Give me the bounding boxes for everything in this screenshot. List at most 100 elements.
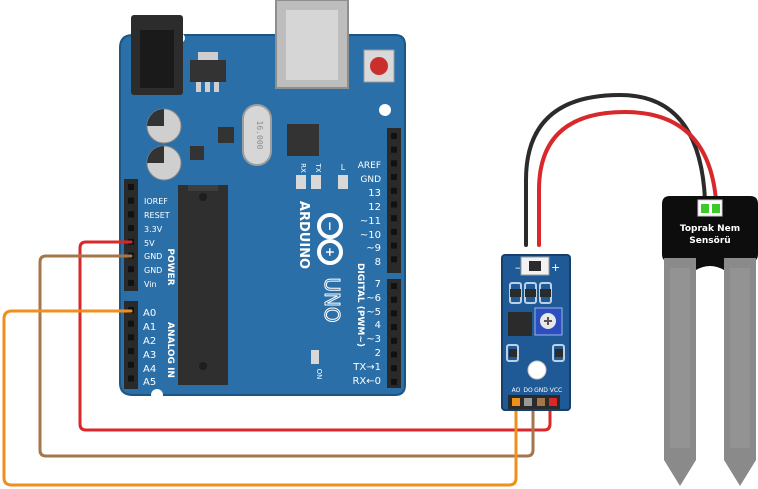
tx-led-label: TX [314,162,322,172]
wire-gnd-gnd [38,254,535,458]
module-pin-label: AO [512,387,521,394]
header-hole [128,334,134,341]
on-label: ON [315,369,323,380]
header-hole [391,378,397,385]
voltage-regulator [190,60,226,82]
arduino-board: 16.000 RX TX L − + ARDUINO UNO ON [119,0,406,401]
header-hole [391,187,397,194]
header-hole [128,211,134,218]
pin-label: ~9 [366,243,381,254]
pin-label: 12 [368,202,381,213]
pin-label: A4 [143,364,156,375]
wire-ao-a0 [2,309,518,487]
pin-label: A0 [143,308,156,319]
pin-label: Vin [144,280,157,289]
power-title: POWER [165,248,175,285]
pin-label: 13 [368,188,381,199]
small-chip [190,146,204,160]
microcontroller-chip [178,185,228,385]
header-hole [128,225,134,232]
header-hole [391,133,397,139]
header-hole [128,375,134,382]
pin-label: ~10 [360,230,381,241]
module-pin-label: GND [534,387,548,394]
header-hole [391,242,397,249]
header-hole [391,337,397,344]
power-header [124,179,138,291]
header-hole [391,256,397,263]
digital-pin-labels-bottom: 7 ~6 ~5 4 ~3 2 TX→1 RX←0 [352,279,381,387]
usb-chip [287,124,319,156]
analog-header [124,301,138,389]
pin-label: GND [144,252,162,261]
header-hole [391,146,397,153]
svg-text:+: + [323,247,337,257]
pin-vcc [549,398,557,406]
crystal-label: 16.000 [255,121,264,150]
header-hole [391,201,397,208]
comparator-chip [508,312,532,336]
wire-probe-black [524,92,707,247]
pin-ao [512,398,520,406]
pin-label: AREF [358,161,381,171]
svg-text:−: − [323,221,337,231]
pin-label: 7 [375,279,381,290]
probe-label-line1: Toprak Nem [680,224,740,234]
plus-label: + [551,261,560,274]
pin-gnd [537,398,545,406]
crystal-oscillator: 16.000 [242,104,272,166]
digital-header-top [387,128,401,273]
pin-label: TX→1 [352,362,381,373]
pin-label: RX←0 [352,376,381,387]
header-hole [128,197,134,204]
pin-label: 3.3V [144,225,163,234]
pin-label: A1 [143,322,156,333]
pin-label: A5 [143,377,156,388]
arduino-logo: − + [317,213,343,265]
digital-pin-labels-top: AREF GND 13 12 ~11 ~10 ~9 8 [358,161,381,268]
header-hole [128,266,134,273]
module-led [527,360,547,380]
header-hole [128,361,134,368]
analog-title: ANALOG IN [165,322,175,378]
pin-label: ~3 [366,334,381,345]
pin-label: 5V [144,239,155,248]
header-hole [391,351,397,358]
pin-label: ~11 [360,216,381,227]
capacitor [146,108,182,144]
header-hole [391,324,397,331]
mount-hole [379,104,391,116]
minus-label: – [515,261,521,274]
on-led [311,350,319,364]
small-chip [218,127,234,143]
digital-header-bottom [387,279,401,388]
power-pin-labels: IOREF RESET 3.3V 5V GND GND Vin [144,197,170,289]
header-hole [391,310,397,317]
pin-label: A3 [143,350,156,361]
module-pin-header [508,395,560,409]
module-pin-label: VCC [550,387,562,394]
pin-label: GND [144,266,162,275]
rx-led-label: RX [299,163,307,173]
digital-title: DIGITAL (PWM~) [355,263,365,347]
pin-label: A2 [143,336,156,347]
wires [2,240,552,487]
wire-vcc-5v [78,240,552,432]
pin-do [524,398,532,406]
header-hole [391,283,397,289]
pin-label: 2 [375,348,381,359]
pin-label: GND [360,175,381,185]
pin-label: RESET [144,211,170,220]
pin-label: IOREF [144,197,168,206]
wire-probe-red [537,109,718,247]
header-hole [391,174,397,181]
module-pin-label: DO [523,387,533,394]
header-hole [391,215,397,222]
sensor-module: – + AO DO GND VCC [501,254,571,411]
header-hole [391,160,397,167]
analog-pin-labels: A0 A1 A2 A3 A4 A5 [143,308,156,388]
header-hole [391,296,397,303]
header-hole [128,320,134,327]
pin-label: ~6 [366,293,381,304]
